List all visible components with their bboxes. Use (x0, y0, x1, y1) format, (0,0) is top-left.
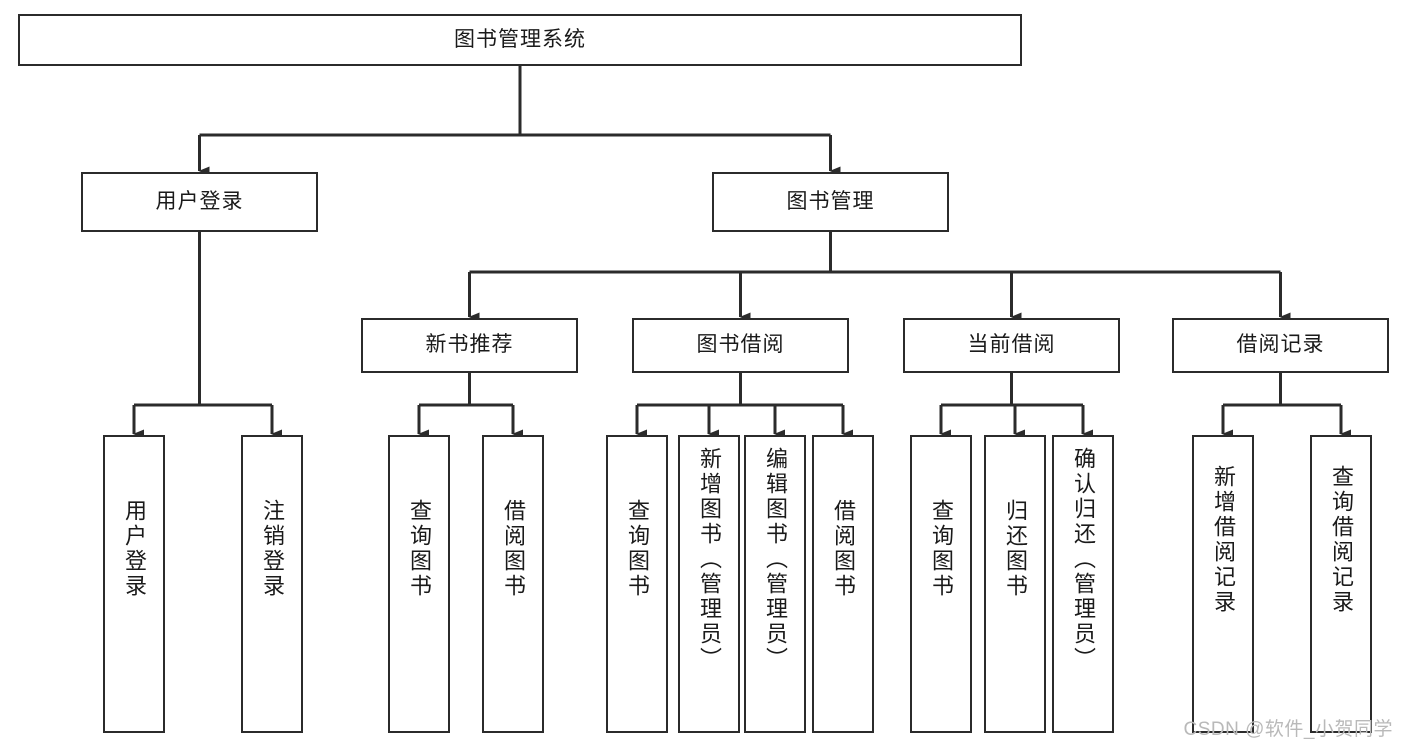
node-leaf-return-book-label: 归还图书 (1003, 499, 1028, 599)
node-leaf-edit-book[interactable]: 编辑图书（管理员） (744, 435, 806, 733)
node-user-login[interactable]: 用户登录 (81, 172, 318, 232)
node-leaf-query-record[interactable]: 查询借阅记录 (1310, 435, 1372, 733)
node-leaf-add-record-label: 新增借阅记录 (1211, 465, 1236, 615)
node-leaf-logout-label: 注销登录 (260, 499, 285, 599)
node-leaf-query-book-1[interactable]: 查询图书 (388, 435, 450, 733)
node-leaf-add-book-label: 新增图书（管理员） (697, 447, 722, 672)
node-leaf-query-book-3-label: 查询图书 (929, 499, 954, 599)
node-leaf-confirm-return-label: 确认归还（管理员） (1071, 447, 1096, 672)
node-borrow-record[interactable]: 借阅记录 (1172, 318, 1389, 373)
node-leaf-user-login[interactable]: 用户登录 (103, 435, 165, 733)
node-root[interactable]: 图书管理系统 (18, 14, 1022, 66)
node-book-manage-label: 图书管理 (786, 189, 875, 213)
node-leaf-borrow-book-1[interactable]: 借阅图书 (482, 435, 544, 733)
node-new-book-recommend-label: 新书推荐 (425, 333, 514, 357)
node-leaf-add-record[interactable]: 新增借阅记录 (1192, 435, 1254, 733)
node-leaf-borrow-book-2[interactable]: 借阅图书 (812, 435, 874, 733)
node-current-borrow-label: 当前借阅 (967, 333, 1056, 357)
node-root-label: 图书管理系统 (454, 27, 586, 51)
node-leaf-user-login-label: 用户登录 (122, 499, 147, 599)
node-book-manage[interactable]: 图书管理 (712, 172, 949, 232)
node-leaf-logout[interactable]: 注销登录 (241, 435, 303, 733)
node-leaf-borrow-book-1-label: 借阅图书 (501, 499, 526, 599)
node-current-borrow[interactable]: 当前借阅 (903, 318, 1120, 373)
node-book-borrow-label: 图书借阅 (696, 333, 785, 357)
node-leaf-query-book-2-label: 查询图书 (625, 499, 650, 599)
node-borrow-record-label: 借阅记录 (1236, 333, 1325, 357)
csdn-watermark: CSDN @软件_小贺同学 (1183, 719, 1393, 740)
node-book-borrow[interactable]: 图书借阅 (632, 318, 849, 373)
node-leaf-edit-book-label: 编辑图书（管理员） (763, 447, 788, 672)
node-leaf-borrow-book-2-label: 借阅图书 (831, 499, 856, 599)
node-leaf-confirm-return[interactable]: 确认归还（管理员） (1052, 435, 1114, 733)
node-leaf-query-book-2[interactable]: 查询图书 (606, 435, 668, 733)
node-leaf-return-book[interactable]: 归还图书 (984, 435, 1046, 733)
node-user-login-label: 用户登录 (155, 189, 244, 213)
node-leaf-query-record-label: 查询借阅记录 (1329, 465, 1354, 615)
node-new-book-recommend[interactable]: 新书推荐 (361, 318, 578, 373)
node-leaf-query-book-1-label: 查询图书 (407, 499, 432, 599)
node-leaf-add-book[interactable]: 新增图书（管理员） (678, 435, 740, 733)
node-leaf-query-book-3[interactable]: 查询图书 (910, 435, 972, 733)
